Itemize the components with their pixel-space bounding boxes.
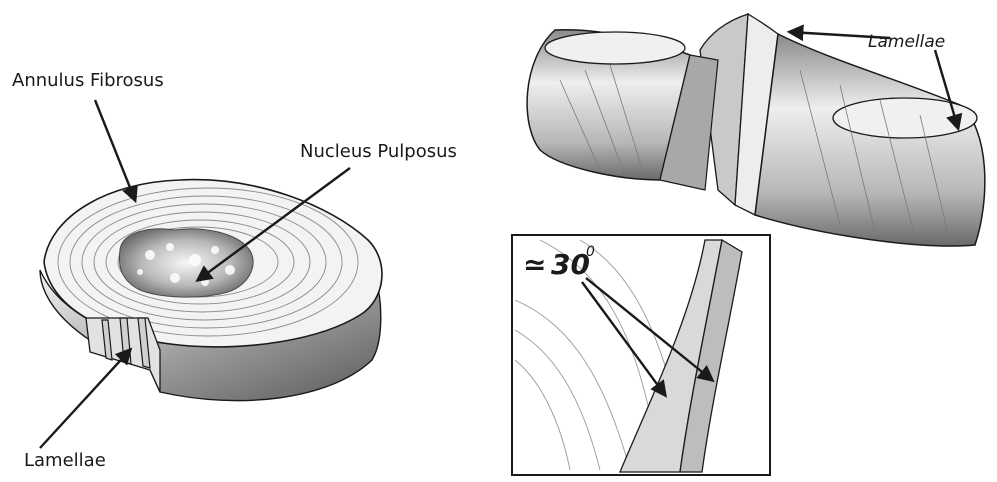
angle-approx-symbol: ≃ <box>523 248 546 281</box>
disc-cross-section <box>40 180 382 401</box>
nucleus-pulposus-label: Nucleus Pulposus <box>300 141 457 162</box>
angle-value-label: 30 <box>551 248 590 281</box>
arrow-lamellae-left <box>40 350 130 448</box>
nucleus-pulposus-region <box>119 229 253 297</box>
cylinder-left-cap <box>545 32 685 64</box>
angle-degree-label: 0 <box>586 244 595 260</box>
lamellae-label-left: Lamellae <box>24 450 106 471</box>
annulus-fibrosus-label: Annulus Fibrosus <box>12 70 164 91</box>
arrow-annulus-fibrosus <box>95 100 135 200</box>
lamellae-label-right: Lamellae <box>868 32 945 52</box>
cylinder-right-block <box>755 34 985 246</box>
